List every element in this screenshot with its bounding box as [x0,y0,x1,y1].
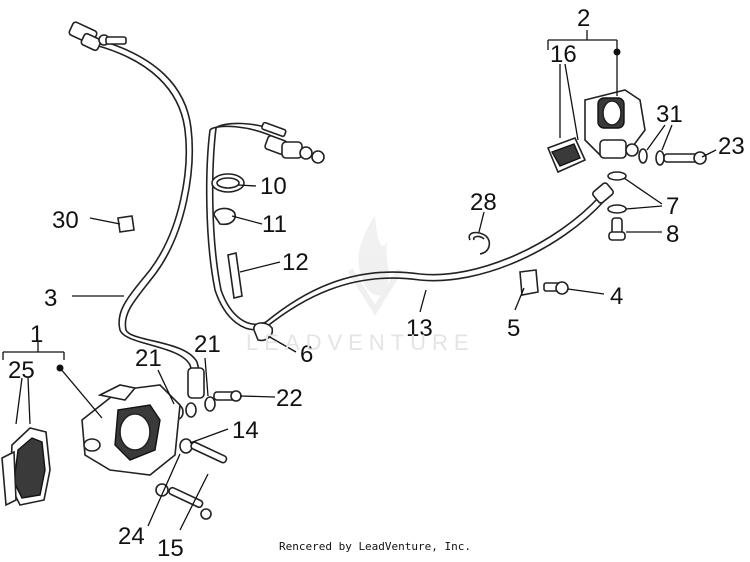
brake-hose-3 [68,21,205,399]
part-4-screw [543,281,569,295]
callout-14: 14 [232,417,259,444]
callout-22: 22 [276,385,303,412]
brake-hose-13 [205,121,614,331]
watermark-logo [347,215,403,316]
callout-12: 12 [282,249,309,276]
part-11-clip [213,207,236,226]
part-8-bolt [608,217,626,241]
part-30-clip [117,215,135,233]
callout-31: 31 [656,101,683,128]
callout-11: 11 [262,211,287,238]
callout-23: 23 [718,133,745,160]
callout-1: 1 [30,321,43,348]
part-14-bolt [190,441,228,464]
callout-21-right: 21 [194,331,221,358]
leader-lines [2,30,717,531]
callout-8: 8 [666,221,679,248]
master-cylinder-2 [584,89,646,159]
part-23-bolt [663,151,707,165]
callout-28: 28 [470,189,497,216]
callout-4: 4 [610,283,623,310]
part-16-gasket [546,136,587,174]
brake-caliper-1 [81,384,181,476]
callout-24: 24 [118,523,145,550]
callout-6: 6 [300,341,313,368]
callout-25: 25 [8,357,35,384]
part-28-clip [468,231,491,255]
part-12-sleeve [227,252,243,299]
callout-21-left: 21 [135,345,162,372]
callout-16: 16 [550,41,577,68]
callout-30: 30 [52,207,79,234]
part-15-bolt [168,486,212,520]
part-31-washers [638,148,665,166]
part-6-clip [253,322,274,342]
brake-pads-25 [1,427,51,507]
callout-13: 13 [406,315,433,342]
callout-3: 3 [44,285,57,312]
callout-2: 2 [577,5,590,32]
callout-10: 10 [260,173,287,200]
part-10-clip [211,173,245,193]
callout-15: 15 [157,535,184,562]
part-5-bracket [519,269,539,296]
watermark-text: LEADVENTURE [246,330,475,355]
callout-7: 7 [666,193,679,220]
part-22-bolt [213,390,242,402]
rendered-by-footer: Rencered by LeadVenture, Inc. [278,540,472,553]
callout-5: 5 [507,315,520,342]
